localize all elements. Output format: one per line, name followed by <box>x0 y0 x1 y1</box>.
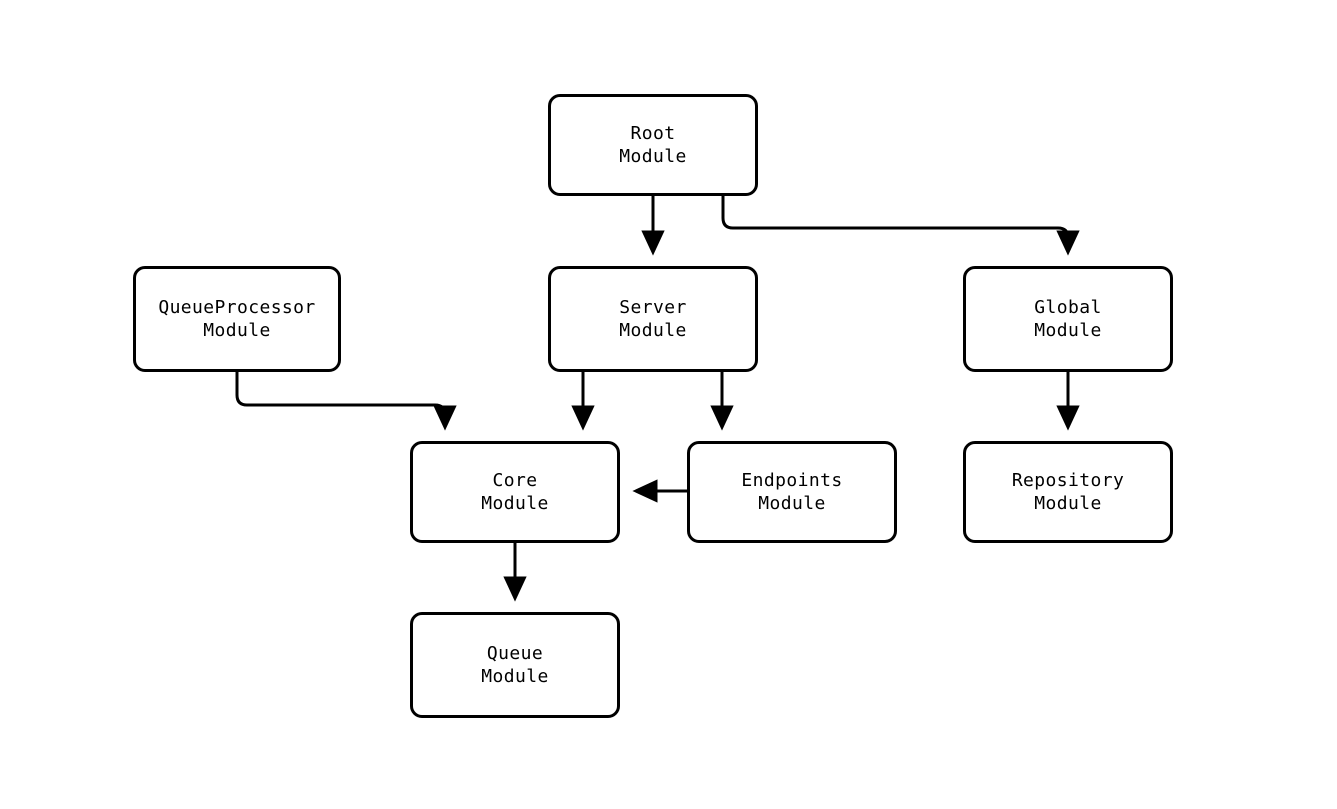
node-endpoints-line1: Endpoints <box>741 469 843 491</box>
node-queue-line2: Module <box>481 666 549 687</box>
node-endpoints[interactable]: Endpoints Module <box>687 441 897 543</box>
node-global-line2: Module <box>1034 320 1102 341</box>
node-repository-line2: Module <box>1034 493 1102 514</box>
node-core[interactable]: Core Module <box>410 441 620 543</box>
node-server[interactable]: Server Module <box>548 266 758 372</box>
edge-root-global <box>721 196 1080 256</box>
node-root[interactable]: Root Module <box>548 94 758 196</box>
node-repository[interactable]: Repository Module <box>963 441 1173 543</box>
node-queue[interactable]: Queue Module <box>410 612 620 718</box>
node-repository-line1: Repository <box>1011 469 1125 491</box>
node-core-line1: Core <box>492 469 538 491</box>
node-queueprocessor-line2: Module <box>203 320 271 341</box>
node-endpoints-line2: Module <box>758 493 826 514</box>
edge-queueprocessor-core <box>235 372 457 431</box>
node-global-line1: Global <box>1034 296 1102 318</box>
node-queueprocessor-line1: QueueProcessor <box>158 296 316 318</box>
node-root-line1: Root <box>630 122 676 144</box>
node-queue-line1: Queue <box>486 642 544 664</box>
node-server-line2: Module <box>619 320 687 341</box>
node-root-line2: Module <box>619 146 687 167</box>
node-server-line1: Server <box>619 296 687 318</box>
node-global[interactable]: Global Module <box>963 266 1173 372</box>
node-queueprocessor[interactable]: QueueProcessor Module <box>133 266 341 372</box>
node-core-line2: Module <box>481 493 549 514</box>
